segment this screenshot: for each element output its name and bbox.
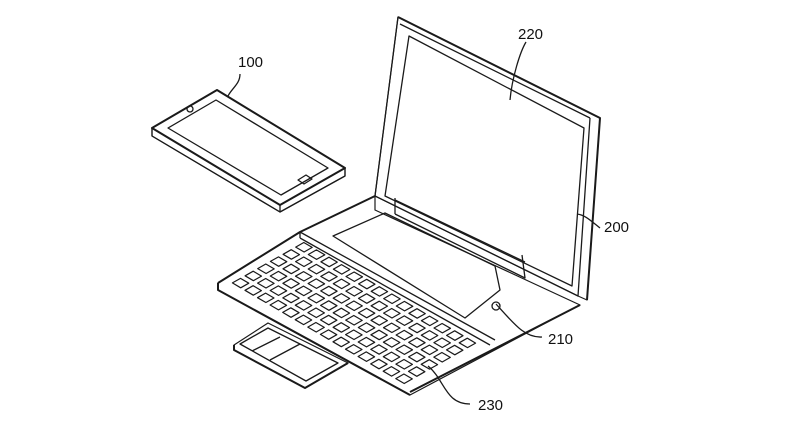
- key: [370, 329, 388, 341]
- key: [357, 336, 376, 348]
- key: [269, 256, 288, 267]
- key: [433, 322, 452, 334]
- key: [420, 330, 439, 341]
- label-200: 200: [604, 219, 630, 236]
- key: [395, 329, 414, 341]
- key: [420, 344, 439, 356]
- key: [294, 314, 313, 326]
- key: [345, 300, 363, 312]
- label-220: 220: [518, 26, 544, 43]
- key: [446, 330, 464, 341]
- key: [269, 299, 288, 311]
- key: [320, 300, 338, 311]
- key: [332, 278, 351, 290]
- key: [370, 315, 388, 326]
- label-230: 230: [478, 397, 504, 414]
- key: [332, 322, 351, 333]
- key: [395, 373, 413, 385]
- key: [294, 271, 313, 282]
- key: [445, 344, 464, 356]
- key: [345, 329, 363, 341]
- key: [358, 278, 376, 290]
- key: [433, 337, 451, 349]
- key: [395, 358, 413, 370]
- key: [408, 337, 426, 348]
- key: [231, 277, 250, 289]
- key: [244, 270, 263, 282]
- key: [256, 292, 275, 304]
- key: [307, 249, 326, 260]
- label-100: 100: [238, 54, 264, 71]
- key: [408, 351, 426, 363]
- key: [395, 344, 414, 355]
- key: [357, 307, 376, 319]
- key: [408, 322, 426, 334]
- laptop-lid-drawing: [374, 16, 601, 301]
- key: [420, 359, 439, 370]
- key: [307, 263, 326, 275]
- key: [294, 285, 313, 297]
- key: [382, 322, 401, 334]
- smartphone-drawing: [151, 89, 346, 213]
- key: [244, 285, 262, 296]
- key: [295, 256, 313, 268]
- key: [420, 315, 439, 327]
- key: [382, 351, 401, 363]
- key: [408, 308, 426, 319]
- key: [344, 344, 363, 355]
- key: [407, 366, 426, 377]
- key: [282, 278, 300, 289]
- key: [319, 314, 338, 326]
- key: [332, 264, 351, 275]
- key: [294, 300, 313, 311]
- key: [345, 314, 363, 326]
- key: [282, 249, 301, 260]
- key: [332, 336, 350, 348]
- key: [395, 300, 414, 312]
- key: [295, 241, 313, 253]
- key: [307, 278, 326, 289]
- key: [282, 292, 300, 304]
- key: [307, 292, 326, 304]
- key: [345, 285, 363, 297]
- key: [282, 307, 300, 318]
- key: [433, 351, 451, 363]
- key: [307, 321, 325, 333]
- key: [257, 263, 275, 275]
- key: [458, 337, 477, 349]
- key: [320, 285, 338, 297]
- key: [320, 271, 338, 282]
- key: [395, 315, 414, 326]
- key: [382, 337, 401, 348]
- key: [320, 256, 338, 268]
- label-210: 210: [548, 331, 574, 348]
- key: [357, 293, 376, 304]
- key: [319, 329, 338, 340]
- key: [370, 286, 389, 297]
- key: [370, 344, 388, 355]
- key: [370, 300, 389, 312]
- key: [357, 322, 376, 333]
- key: [282, 263, 300, 275]
- key: [383, 293, 401, 305]
- key: [357, 351, 376, 362]
- key: [370, 358, 388, 370]
- keyboard-keys: [231, 241, 477, 385]
- touchpad-drawing: [233, 322, 349, 389]
- key: [307, 307, 325, 319]
- key: [269, 270, 288, 282]
- key: [332, 293, 351, 304]
- key: [332, 307, 351, 319]
- key: [345, 271, 364, 282]
- leader-lines: [227, 41, 601, 405]
- key: [382, 366, 401, 377]
- key: [383, 307, 401, 319]
- key: [257, 277, 275, 289]
- key: [269, 285, 288, 296]
